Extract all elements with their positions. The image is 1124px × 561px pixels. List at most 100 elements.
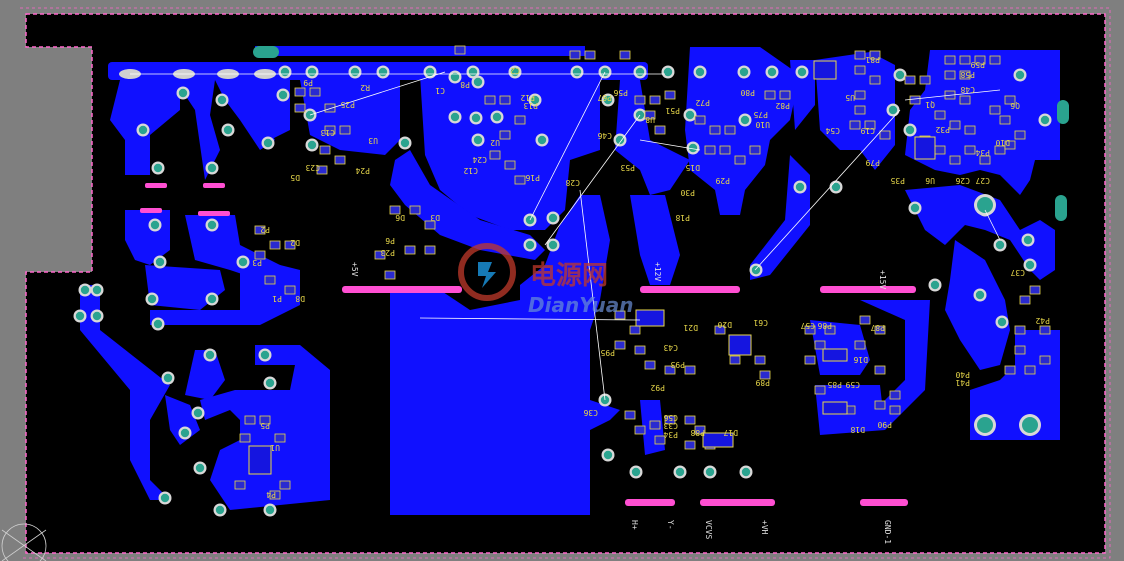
ic-package [822, 401, 848, 415]
designator-label: R2 [360, 83, 370, 92]
connector-label-gnd: GND-1 [883, 520, 892, 544]
tht-pad-hole [631, 467, 641, 477]
tht-pad-hole [548, 240, 558, 250]
designator-label: D15 [685, 163, 700, 172]
smd-pad [684, 365, 696, 375]
tht-pad-hole [975, 290, 985, 300]
smd-pad [1004, 365, 1016, 375]
tht-pad-hole [615, 135, 625, 145]
designator-label: Q1 [925, 100, 935, 109]
smd-pad [284, 240, 296, 250]
tht-pad-hole [740, 115, 750, 125]
ic-package [702, 432, 734, 448]
designator-label: P9 [303, 78, 313, 87]
designator-label: P89 [755, 378, 770, 387]
ic-package [813, 60, 837, 80]
smd-pad [384, 270, 396, 280]
smd-pad [854, 90, 866, 100]
tht-pad-hole [603, 95, 613, 105]
smd-pad [664, 415, 676, 425]
smd-pad [614, 310, 626, 320]
designator-label: C46 [597, 131, 612, 140]
smd-pad [889, 405, 901, 415]
designator-label: D21 [683, 323, 698, 332]
smd-pad [514, 115, 526, 125]
ratsnest-lines [130, 71, 1001, 401]
tht-pad-hole [307, 67, 317, 77]
smd-pad [1004, 95, 1016, 105]
smd-pad [854, 50, 866, 60]
watermark-en: DianYuan [528, 293, 633, 317]
smd-pad [994, 145, 1006, 155]
smd-pad [779, 90, 791, 100]
smd-pad [294, 87, 306, 97]
tht-pad-hole [525, 240, 535, 250]
smd-pad [499, 95, 511, 105]
tht-pad-hole [265, 378, 275, 388]
smd-pad [1039, 325, 1051, 335]
designator-label: D16 [853, 355, 868, 364]
tht-pad-hole [138, 125, 148, 135]
watermark-logo: 电源网 DianYuan [458, 243, 633, 317]
tht-pad-hole [400, 138, 410, 148]
designator-label: P56 [613, 88, 628, 97]
smd-pad [719, 145, 731, 155]
designator-label: C54 [825, 126, 840, 135]
tht-pad-hole [217, 95, 227, 105]
designator-label: P6 [385, 236, 395, 245]
designator-label: P16 [525, 173, 540, 182]
smd-pad [849, 120, 861, 130]
smd-pad [964, 125, 976, 135]
smd-pad [334, 155, 346, 165]
designator-label: C56 [663, 413, 678, 422]
smd-pad [1039, 355, 1051, 365]
designator-label: P23 [380, 248, 395, 257]
designator-label: P51 [665, 106, 680, 115]
designator-label: D20 [717, 320, 732, 329]
tht-pad-hole [705, 467, 715, 477]
smd-pad [874, 365, 886, 375]
smd-pad [489, 150, 501, 160]
smd-pad [754, 355, 766, 365]
designator-label: C36 [583, 408, 598, 417]
tht-pad-hole [468, 67, 478, 77]
smd-pad [484, 95, 496, 105]
smd-pad [989, 105, 1001, 115]
smd-pad [684, 415, 696, 425]
connector-label-y-minus: Y- [666, 520, 675, 530]
smd-pad [584, 50, 596, 60]
smd-pad [264, 275, 276, 285]
smd-pad [889, 390, 901, 400]
designator-label: P87 [870, 323, 885, 332]
smd-pad [804, 325, 816, 335]
designator-label: P12 [520, 93, 535, 102]
smd-pad [569, 50, 581, 60]
smd-pad [409, 205, 421, 215]
tht-pad-hole [572, 67, 582, 77]
connector-label-h-plus: H+ [630, 520, 639, 530]
smd-pad [269, 490, 281, 500]
smd-pad [284, 285, 296, 295]
smd-pad [239, 433, 251, 443]
smd-pad [279, 480, 291, 490]
smd-pad [614, 340, 626, 350]
tht-pad-hole [471, 113, 481, 123]
tht-pad-hole [207, 220, 217, 230]
tht-pad-hole [905, 125, 915, 135]
designator-label: P3 [252, 258, 262, 267]
tht-pad-hole [223, 125, 233, 135]
designator-label: C13 [320, 128, 335, 137]
tht-pad-hole [895, 70, 905, 80]
smd-pad [654, 125, 666, 135]
smd-pad [634, 425, 646, 435]
tht-pad-hole [280, 67, 290, 77]
smd-pad [694, 425, 706, 435]
smd-pad [949, 155, 961, 165]
designator-label: U2 [490, 138, 500, 147]
tht-pad-hole [675, 467, 685, 477]
smd-pad [634, 95, 646, 105]
tht-pad-hole [910, 203, 920, 213]
designator-label: C33 [663, 421, 678, 430]
tht-pad-hole [92, 285, 102, 295]
